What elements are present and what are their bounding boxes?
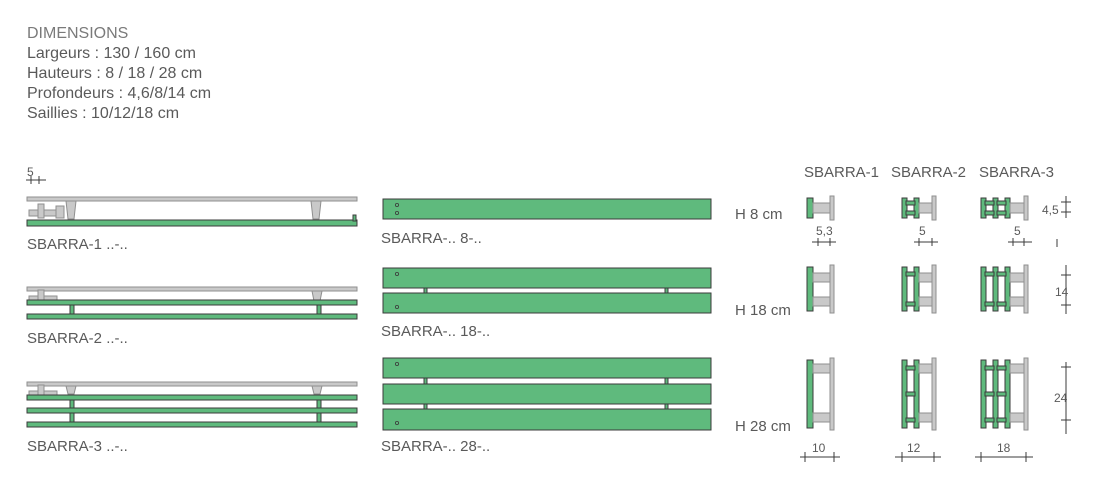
row-label-h8: H 8 cm (735, 206, 783, 223)
side-top-dimension: 5 (26, 165, 46, 184)
section-sbarra-2-h18 (901, 264, 937, 314)
section-sbarra-1-h8 (806, 195, 835, 221)
valve-body (37, 203, 45, 219)
bracket (310, 200, 322, 220)
bar-panel (382, 198, 712, 220)
tube (26, 299, 358, 306)
front-label-8: SBARRA-.. 8-.. (381, 230, 482, 247)
spec-widths: Largeurs : 130 / 160 cm (27, 45, 196, 62)
connector (316, 412, 322, 423)
height-dim-h18: 14 (1055, 285, 1069, 299)
bracket (311, 385, 323, 395)
height-dim-h8: 4,5 (1042, 203, 1059, 217)
bar-panel (382, 383, 712, 405)
spec-heights: Hauteurs : 8 / 18 / 28 cm (27, 65, 203, 82)
side-view-sbarra-1: SBARRA-1 ..-.. (26, 196, 358, 253)
spec-projections: Saillies : 10/12/18 cm (27, 105, 180, 122)
side-view-sbarra-2: SBARRA-2 ..-.. (26, 286, 358, 347)
side-views: 5 SBARRA-1 ..-.. SBARRA (26, 165, 358, 455)
connector (423, 403, 428, 410)
tube (26, 219, 358, 227)
dim-sbarra-3-h8: 5 (1014, 224, 1021, 238)
spec-title: DIMENSIONS (27, 25, 129, 42)
section-sbarra-1-h18 (806, 264, 835, 314)
bracket (65, 200, 77, 220)
dim-sbarra-2-h8: 5 (919, 224, 926, 238)
projection-dim-sbarra-3: 18 (997, 441, 1011, 455)
height-dims: 4,5 14 24 (1042, 196, 1071, 434)
tube (26, 313, 358, 320)
valve-cap (55, 205, 65, 219)
spec-depths: Profondeurs : 4,6/8/14 cm (27, 85, 212, 102)
height-dim-h28: 24 (1054, 391, 1068, 405)
end-cap (352, 214, 357, 222)
front-view-8: SBARRA-.. 8-.. (381, 198, 712, 247)
front-view-28: SBARRA-.. 28-.. (381, 357, 712, 455)
section-sbarra-2-h8 (901, 195, 937, 221)
side-label-sbarra-3: SBARRA-3 ..-.. (27, 438, 128, 455)
connector (69, 399, 75, 409)
wall-line (26, 286, 358, 292)
wall-line (26, 196, 358, 202)
side-label-sbarra-2: SBARRA-2 ..-.. (27, 330, 128, 347)
bar-panel (382, 267, 712, 289)
front-view-18: SBARRA-.. 18-.. (381, 267, 712, 340)
tube (26, 407, 358, 414)
connector (664, 287, 669, 294)
bar-panel (382, 408, 712, 431)
side-top-dim-text: 5 (27, 165, 34, 179)
section-sbarra-3-h18 (980, 264, 1029, 314)
bar-panel (382, 292, 712, 314)
column-header-sbarra-2: SBARRA-2 (891, 164, 966, 181)
front-label-18: SBARRA-.. 18-.. (381, 323, 490, 340)
dimensions-spec-block: DIMENSIONS Largeurs : 130 / 160 cm Haute… (27, 24, 211, 124)
connector (69, 304, 75, 315)
side-label-sbarra-1: SBARRA-1 ..-.. (27, 236, 128, 253)
dim-sbarra-1-h8: 5,3 (816, 224, 833, 238)
connector (664, 377, 669, 385)
projection-dim-sbarra-1: 10 (812, 441, 826, 455)
section-sbarra-3-h8 (980, 195, 1029, 221)
bar-panel (382, 357, 712, 379)
front-label-28: SBARRA-.. 28-.. (381, 438, 490, 455)
front-views: SBARRA-.. 8-.. SBARRA-.. 18-.. SBARRA-..… (381, 198, 712, 455)
row-label-h28: H 28 cm (735, 418, 791, 435)
projection-dims: 10 12 18 (800, 441, 1033, 462)
side-view-sbarra-3: SBARRA-3 ..-.. (26, 381, 358, 455)
wall-line (26, 381, 358, 387)
connector (423, 377, 428, 385)
tube (26, 421, 358, 428)
section-sbarra-3-h28 (980, 357, 1029, 431)
connector (423, 287, 428, 294)
row-label-h18: H 18 cm (735, 302, 791, 319)
tube (26, 394, 358, 401)
section-grid: SBARRA-1 SBARRA-2 SBARRA-3 H 8 cm H 18 c… (735, 164, 1071, 462)
connector (664, 403, 669, 410)
bracket (65, 385, 77, 395)
column-header-sbarra-1: SBARRA-1 (804, 164, 879, 181)
projection-dim-sbarra-2: 12 (907, 441, 921, 455)
dims-row1: 5,3 5 5 (812, 224, 1032, 246)
connector (316, 399, 322, 409)
connector (69, 412, 75, 423)
section-sbarra-2-h28 (901, 357, 937, 431)
column-header-sbarra-3: SBARRA-3 (979, 164, 1054, 181)
connector (316, 304, 322, 315)
section-sbarra-1-h28 (806, 357, 835, 431)
